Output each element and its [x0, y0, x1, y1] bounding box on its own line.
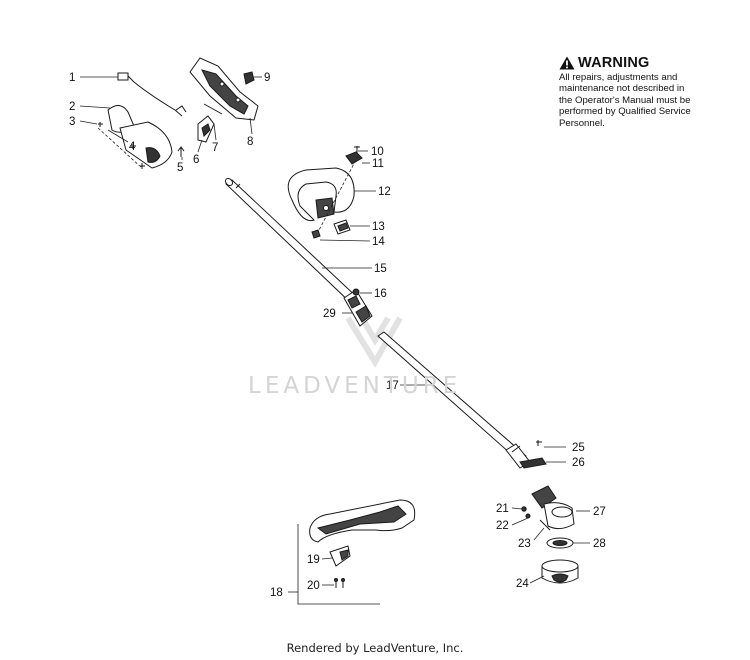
callout-13[interactable]: 13	[372, 221, 385, 233]
callout-6[interactable]: 6	[193, 154, 199, 166]
callout-15[interactable]: 15	[374, 263, 387, 275]
part-nut-14[interactable]	[311, 229, 321, 239]
warning-triangle-icon	[559, 56, 575, 70]
callout-2[interactable]: 2	[69, 101, 75, 113]
callout-21[interactable]: 21	[496, 503, 509, 515]
warning-title: WARNING	[578, 55, 650, 71]
part-shaft-23[interactable]	[539, 519, 551, 531]
part-spring[interactable]	[203, 103, 223, 115]
part-handle-housing[interactable]	[189, 57, 259, 121]
warning-line: the Operator's Manual must be	[559, 94, 691, 106]
warning-notice: WARNING All repairs, adjustments and mai…	[559, 55, 734, 129]
callout-12[interactable]: 12	[378, 186, 391, 198]
callout-8[interactable]: 8	[247, 136, 253, 148]
watermark-text: LEADVENTURE	[248, 373, 462, 399]
part-bolt-22[interactable]	[525, 513, 531, 519]
callout-11[interactable]: 11	[372, 158, 384, 170]
callout-1[interactable]: 1	[69, 72, 75, 84]
warning-text: All repairs, adjustments and maintenance…	[559, 72, 734, 129]
warning-line: performed by Qualified Service	[559, 106, 691, 118]
callout-24[interactable]: 24	[516, 578, 529, 590]
part-throttle-cable[interactable]	[117, 72, 187, 117]
part-bolt-21[interactable]	[521, 506, 527, 512]
callout-26[interactable]: 26	[572, 457, 585, 469]
callout-28[interactable]: 28	[593, 538, 606, 550]
part-rear-housing[interactable]	[107, 105, 173, 169]
callout-10[interactable]: 10	[371, 146, 384, 158]
part-knob-16[interactable]	[352, 288, 360, 296]
part-lower-shaft[interactable]	[377, 331, 531, 469]
callout-29[interactable]: 29	[323, 308, 336, 320]
watermark-logo-icon	[345, 316, 403, 368]
part-clamp-11[interactable]	[345, 151, 363, 165]
callout-23[interactable]: 23	[518, 538, 531, 550]
part-screws[interactable]	[98, 122, 185, 169]
callout-14[interactable]: 14	[372, 236, 385, 248]
callout-19[interactable]: 19	[307, 554, 320, 566]
callout-4[interactable]: 4	[129, 141, 136, 153]
warning-line: All repairs, adjustments and	[559, 72, 678, 83]
callout-9[interactable]: 9	[264, 72, 270, 84]
warning-line: maintenance not described in	[559, 83, 685, 95]
part-bracket-13[interactable]	[333, 219, 351, 235]
part-screw-25[interactable]	[536, 440, 542, 446]
part-washer-28[interactable]	[546, 537, 574, 549]
callout-25[interactable]: 25	[572, 442, 585, 454]
part-trimmer-head-24[interactable]	[541, 559, 579, 584]
part-blade-19[interactable]	[329, 545, 351, 567]
group-bracket-18	[297, 524, 380, 605]
callout-16[interactable]: 16	[374, 288, 387, 300]
callout-labels: 1 2 3 4 5 6 7 8 9 10 11 12 13 14 15 16 1…	[69, 72, 606, 599]
part-assist-handle[interactable]	[287, 167, 355, 222]
part-shield-bracket-26[interactable]	[519, 457, 547, 469]
callout-18[interactable]: 18	[270, 587, 283, 599]
part-switch[interactable]	[243, 71, 255, 85]
callout-20[interactable]: 20	[307, 580, 320, 592]
footer-credit: Rendered by LeadVenture, Inc.	[286, 641, 464, 655]
leader-lines	[79, 76, 590, 593]
callout-7[interactable]: 7	[212, 142, 218, 154]
part-trigger[interactable]	[197, 115, 215, 143]
part-guard[interactable]	[309, 499, 416, 543]
part-screws-20[interactable]	[334, 578, 345, 589]
callout-17[interactable]: 17	[386, 380, 399, 392]
part-gear-head-27[interactable]	[531, 485, 575, 530]
callout-22[interactable]: 22	[496, 520, 509, 532]
warning-line: Personnel.	[559, 117, 605, 129]
part-coupler[interactable]	[343, 289, 373, 327]
callout-5[interactable]: 5	[177, 162, 183, 174]
callout-3[interactable]: 3	[69, 116, 75, 128]
callout-27[interactable]: 27	[593, 506, 606, 518]
